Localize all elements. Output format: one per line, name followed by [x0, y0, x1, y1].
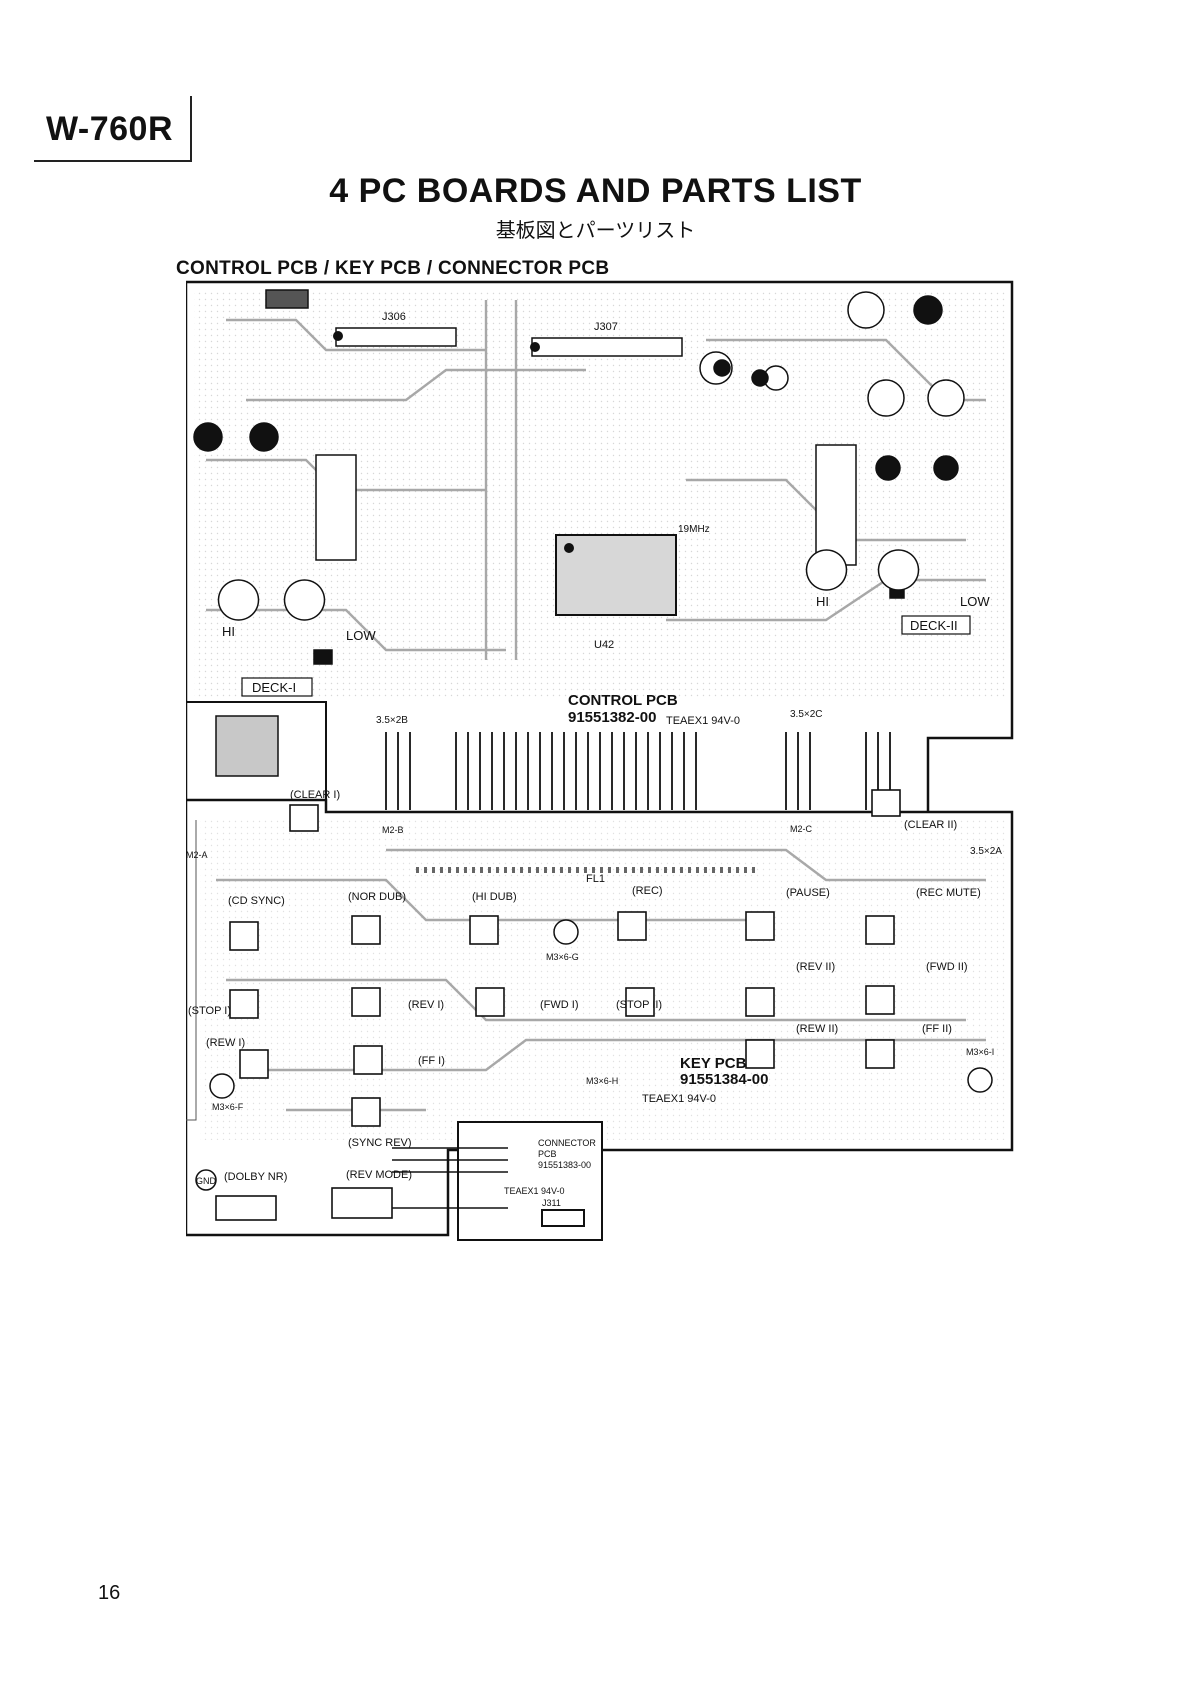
pitch-label-c: 3.5×2C: [790, 709, 823, 720]
connector-pcb-name-line2: PCB: [538, 1149, 557, 1159]
page-number: 16: [98, 1582, 121, 1604]
mount-label-i: M3×6-I: [966, 1047, 994, 1057]
interconnect-bus: [385, 732, 891, 810]
switch-label-nor-dub: (NOR DUB): [348, 891, 406, 903]
section-subtitle: CONTROL PCB / KEY PCB / CONNECTOR PCB: [176, 258, 610, 279]
switch-label-rev1: (REV I): [408, 999, 444, 1011]
m2-b-label: M2-B: [382, 825, 404, 835]
key-pcb-part-number: 91551384-00: [680, 1071, 768, 1088]
switch-label-rew2: (REW II): [796, 1023, 838, 1035]
board-separator: [186, 701, 327, 812]
switch-label-clear1: (CLEAR I): [290, 789, 340, 801]
ic-u53: [215, 715, 279, 777]
low-label-right: LOW: [960, 594, 990, 609]
display-fl1-label: FL1: [586, 873, 605, 885]
mounting-holes: [195, 919, 993, 1191]
model-box: W-760R: [34, 96, 192, 162]
ic-u42-body: [555, 534, 677, 616]
model-number: W-760R: [46, 110, 174, 148]
switch-label-rev-mode: (REV MODE): [346, 1169, 412, 1181]
connector-j311-label: J311: [542, 1198, 561, 1208]
ic-u42-pin1: [564, 543, 574, 553]
mount-label-f: M3×6-F: [212, 1102, 244, 1112]
switch-label-fwd1: (FWD I): [540, 999, 578, 1011]
switch-label-ff2: (FF II): [922, 1023, 952, 1035]
connector-pcb-part-number: 91551383-00: [538, 1160, 591, 1170]
deck2-label: DECK-II: [910, 618, 958, 633]
gnd-label: GND: [196, 1176, 217, 1186]
control-pcb-name: CONTROL PCB: [568, 692, 678, 709]
pin1-marker: [530, 342, 540, 352]
mount-label-h: M3×6-H: [586, 1076, 618, 1086]
connector-wires: [392, 1147, 508, 1209]
switch-label-rev2: (REV II): [796, 961, 835, 973]
key-board-lower-outline: [186, 820, 197, 1121]
ic-u42-label: U42: [594, 639, 614, 651]
connector-j307: [531, 337, 683, 357]
switch-label-dolby-nr: (DOLBY NR): [224, 1171, 287, 1183]
pin1-marker: [333, 331, 343, 341]
connector-j306: [335, 327, 457, 347]
deck2-box: [901, 615, 971, 635]
pitch-label-b: 3.5×2B: [376, 715, 408, 726]
crystal-label: 19MHz: [678, 524, 710, 535]
deck1-label: DECK-I: [252, 680, 296, 695]
pitch-label-a: 3.5×2A: [970, 846, 1002, 857]
switch-label-ff1: (FF I): [418, 1055, 445, 1067]
switch-label-rew1: (REW I): [206, 1037, 245, 1049]
key-pcb-name: KEY PCB: [680, 1055, 747, 1072]
hi-label-right: HI: [816, 594, 829, 609]
switch-label-sync-rev: (SYNC REV): [348, 1137, 412, 1149]
connector-j306-label: J306: [382, 311, 406, 323]
control-pcb-part-number: 91551382-00: [568, 709, 656, 726]
switch-label-clear2: (CLEAR II): [904, 819, 957, 831]
hi-label-left: HI: [222, 624, 235, 639]
switch-label-rec: (REC): [632, 885, 663, 897]
switch-label-stop2: (STOP II): [616, 999, 662, 1011]
components-top: [193, 289, 965, 665]
page-title: 4 PC BOARDS AND PARTS LIST: [329, 172, 862, 210]
key-pcb-rating: TEAEX1 94V-0: [642, 1093, 716, 1105]
switch-label-cd-sync: (CD SYNC): [228, 895, 285, 907]
control-pcb-rating: TEAEX1 94V-0: [666, 715, 740, 727]
connector-j307-label: J307: [594, 321, 618, 333]
mount-label-g: M3×6-G: [546, 952, 579, 962]
switch-label-fwd2: (FWD II): [926, 961, 968, 973]
pcb-layout-diagram: J306 J307 U42 19MHz HI LOW HI LOW DECK-I: [186, 280, 1014, 1241]
connector-pcb-name-line1: CONNECTOR: [538, 1138, 596, 1148]
switch-label-pause: (PAUSE): [786, 887, 830, 899]
switch-label-stop1: (STOP I): [188, 1005, 231, 1017]
deck1-box: [241, 677, 313, 697]
m2-c-label: M2-C: [790, 824, 812, 834]
connector-j311: [541, 1209, 585, 1227]
page-title-japanese: 基板図とパーツリスト: [495, 220, 696, 242]
switch-label-rec-mute: (REC MUTE): [916, 887, 981, 899]
switch-label-hi-dub: (HI DUB): [472, 891, 517, 903]
connector-pcb-rating: TEAEX1 94V-0: [504, 1186, 565, 1196]
low-label-left: LOW: [346, 628, 376, 643]
m2-a-label: M2-A: [186, 850, 208, 860]
key-switches: [215, 789, 901, 1221]
